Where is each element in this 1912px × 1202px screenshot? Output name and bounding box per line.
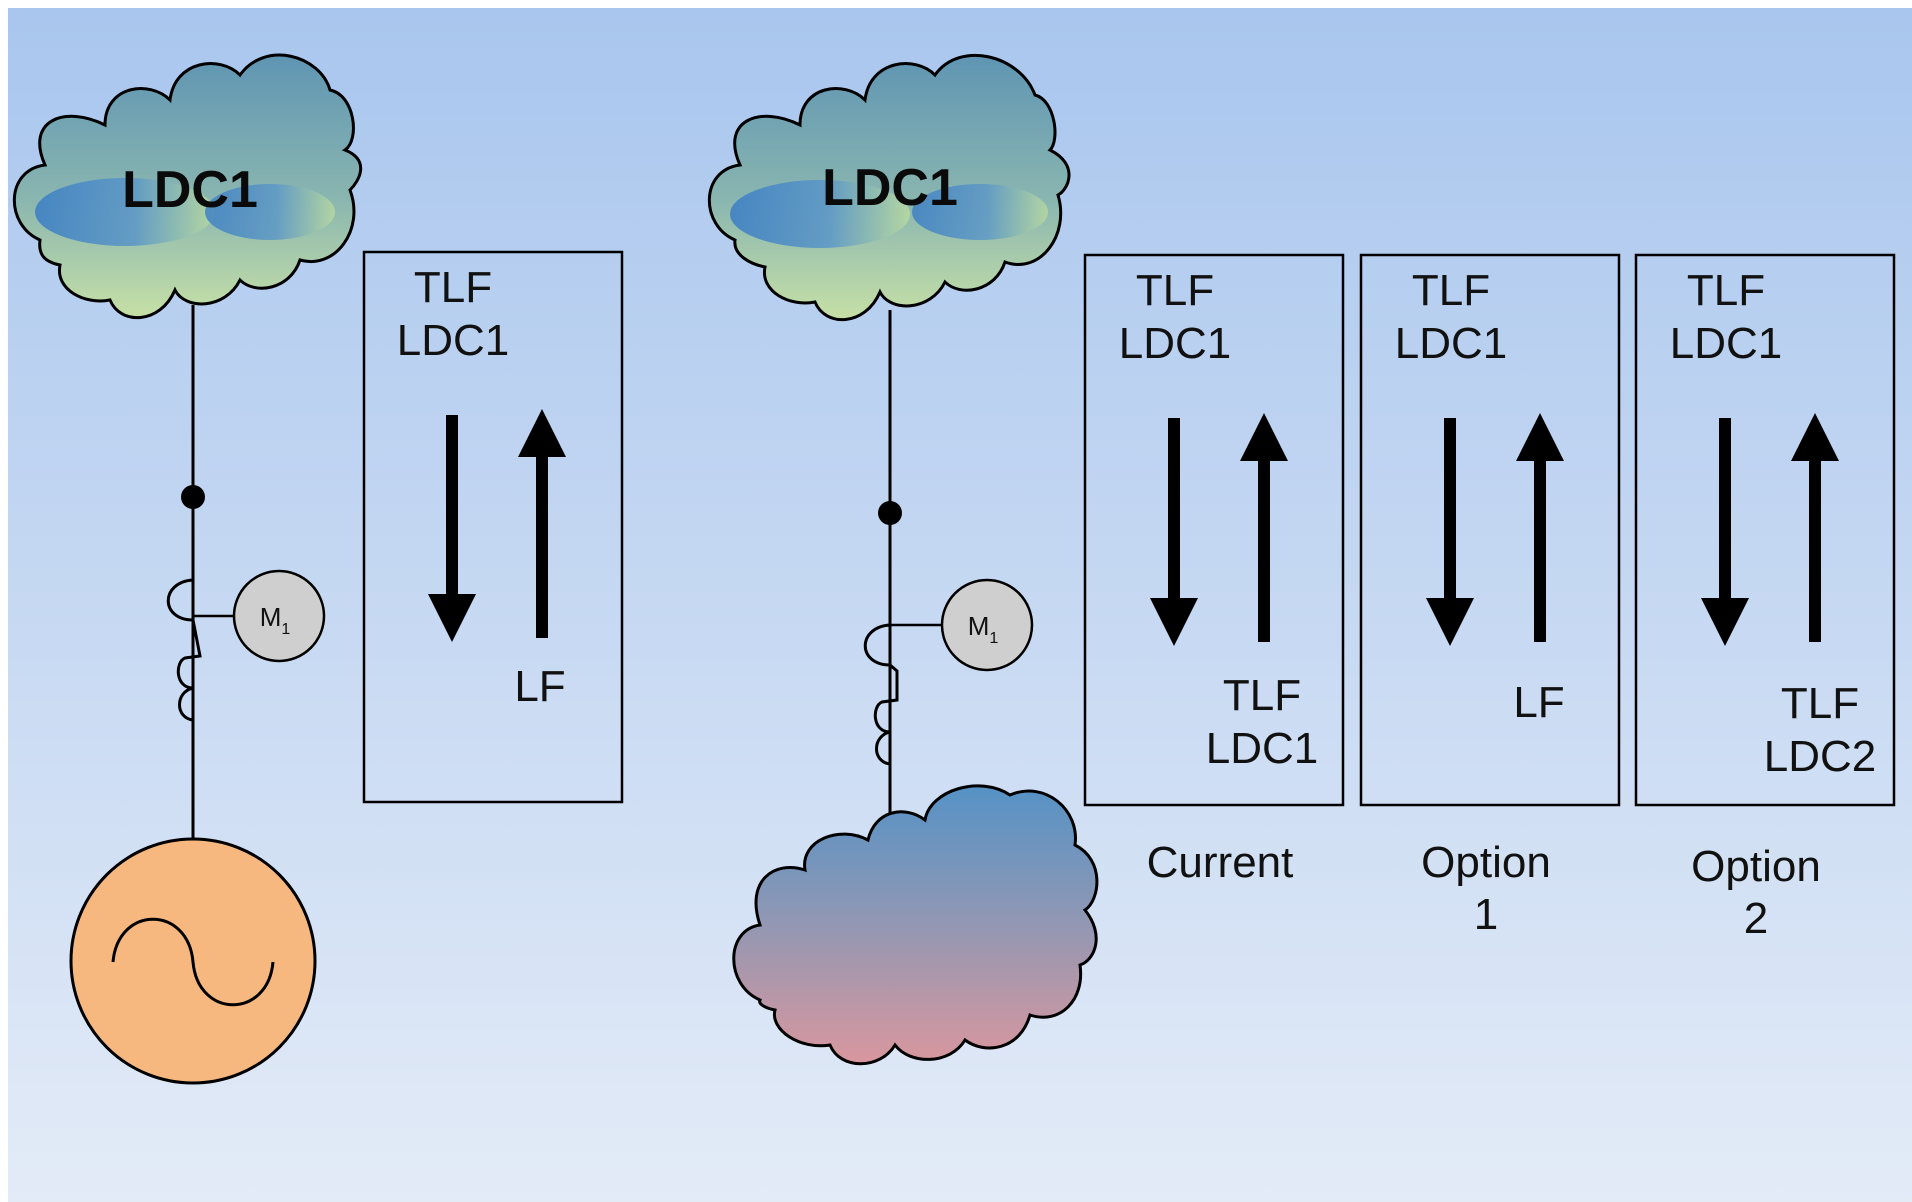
box-caption-line1: Option xyxy=(1691,842,1821,891)
box-top-line1: TLF xyxy=(414,263,492,312)
right-diagram: LDC1 M1 TLF LDC1 TLF LDC1 Current xyxy=(707,53,1896,1066)
generator-left xyxy=(69,837,317,1085)
bus-node xyxy=(878,501,902,525)
box-bottom-line1: TLF xyxy=(1223,671,1301,720)
box-caption-line1: Option xyxy=(1421,838,1551,887)
box-bottom-line2: LDC2 xyxy=(1764,732,1877,781)
box-top-line2: LDC1 xyxy=(1395,319,1508,368)
ldc1-cloud-right: LDC1 xyxy=(707,53,1071,322)
box-top-line2: LDC1 xyxy=(1670,319,1783,368)
box-bottom-line1: TLF xyxy=(1781,679,1859,728)
meter-m1-left: M1 xyxy=(232,569,326,663)
current-transformer-icon xyxy=(863,623,899,766)
box-top-line2: LDC1 xyxy=(1119,319,1232,368)
meter-label: M1 xyxy=(968,611,999,647)
box-caption-line1: Current xyxy=(1147,838,1294,887)
downstream-cloud xyxy=(732,784,1099,1066)
box-top-line1: TLF xyxy=(1136,266,1214,315)
box-top-line2: LDC1 xyxy=(397,316,510,365)
tlf-box-current: TLF LDC1 TLF LDC1 Current xyxy=(1083,253,1345,887)
tlf-box-left: TLF LDC1 LF xyxy=(362,250,624,804)
box-top-line1: TLF xyxy=(1412,266,1490,315)
box-bottom-line1: LF xyxy=(1513,678,1564,727)
box-caption-line2: 2 xyxy=(1744,894,1768,943)
meter-m1-right: M1 xyxy=(940,578,1034,672)
bus-node xyxy=(181,485,205,509)
ldc1-cloud-left: LDC1 xyxy=(12,53,363,320)
cloud-label: LDC1 xyxy=(122,161,258,219)
box-top-line1: TLF xyxy=(1687,266,1765,315)
sine-wave-icon xyxy=(111,917,275,1007)
box-bottom-line1: LF xyxy=(514,662,565,711)
box-bottom-line2: LDC1 xyxy=(1206,724,1319,773)
meter-label: M1 xyxy=(260,602,291,638)
tlf-box-option-1: TLF LDC1 LF Option 1 xyxy=(1359,253,1621,939)
tlf-box-option-2: TLF LDC1 TLF LDC2 Option 2 xyxy=(1634,253,1896,943)
cloud-label: LDC1 xyxy=(822,159,958,217)
current-transformer-icon xyxy=(166,578,202,722)
box-caption-line2: 1 xyxy=(1474,890,1498,939)
left-diagram: LDC1 M1 TLF LDC1 LF xyxy=(12,53,624,1085)
